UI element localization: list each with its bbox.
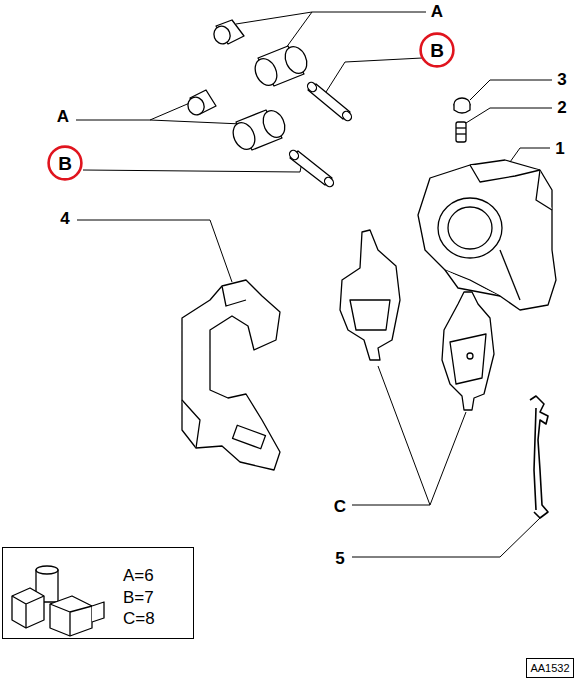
highlight-circle: B	[47, 145, 83, 181]
callout-number: 1	[555, 140, 564, 157]
legend-entry: B=7	[123, 589, 154, 606]
brake-pads	[340, 230, 494, 410]
spare-pack-icon	[12, 566, 104, 636]
caliper-body	[418, 160, 556, 310]
bleed-screw	[456, 122, 466, 142]
highlight-circle: B	[419, 32, 455, 68]
part-letter: B	[58, 154, 72, 173]
caliper-bracket	[182, 280, 280, 470]
guide-bushings	[185, 20, 353, 188]
part-letter: A	[431, 3, 443, 20]
dust-cap	[454, 98, 470, 113]
legend-box: A=6B=7C=8	[2, 547, 194, 639]
circle-outline	[49, 147, 82, 180]
part-letter: C	[334, 498, 346, 515]
callout-number: 4	[60, 210, 69, 227]
callout-number: 3	[557, 71, 566, 88]
circle-outline	[421, 34, 454, 67]
drawing-code: AA1532	[530, 663, 569, 674]
spring-clip	[530, 396, 548, 518]
callout-number: 5	[335, 550, 344, 567]
drawing-code: AA1532	[526, 658, 574, 678]
legend-entry: C=8	[123, 610, 155, 627]
legend-entry: A=6	[123, 567, 154, 584]
part-letter: A	[57, 108, 69, 125]
part-letter: B	[430, 41, 444, 60]
callout-number: 2	[557, 99, 566, 116]
